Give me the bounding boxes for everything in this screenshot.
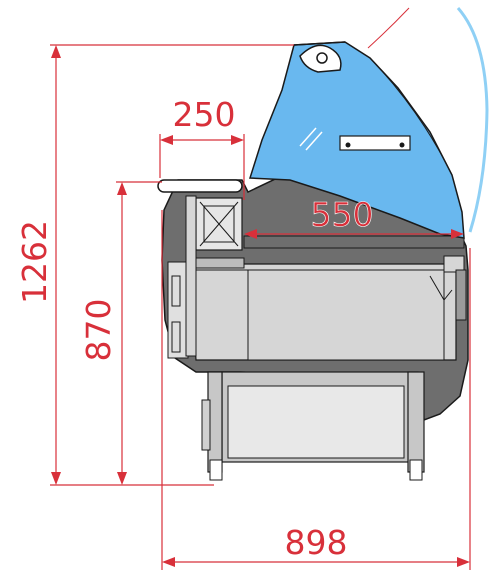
arrow-bottom (51, 472, 61, 485)
base-frame (201, 371, 425, 481)
glass-front-edge (369, 57, 453, 176)
arrow-depth-left (162, 557, 175, 567)
arrow-display-left (244, 229, 257, 239)
dimension-shelf-depth: 250 (159, 95, 245, 200)
display-bed (243, 235, 465, 249)
storage-box-cross-2 (199, 201, 239, 247)
left-panel-slot-bottom (171, 321, 181, 353)
left-adjuster (201, 399, 211, 451)
cabinet-body (161, 167, 469, 422)
tray (195, 257, 245, 269)
glass-top-edge (293, 41, 346, 46)
light-fixture-knob (316, 52, 328, 64)
total-height-value: 1262 (15, 220, 54, 304)
arrow-top (51, 45, 61, 58)
dimension-total-height: 1262 (15, 44, 294, 486)
right-leg (407, 371, 425, 473)
handle-screw-right (399, 142, 405, 148)
storage-box-inner (203, 205, 235, 243)
handle-screw-left (345, 142, 351, 148)
arrow-counter-top (117, 182, 127, 195)
display-depth-value: 550 (311, 195, 374, 234)
base-inner-panel (227, 385, 405, 459)
front-drain-pipe (429, 275, 453, 301)
glass-opening-arc (367, 7, 410, 49)
glass-reflection-2 (305, 131, 323, 151)
counter-height-value: 870 (79, 299, 118, 362)
glass-outer-arc (456, 7, 489, 233)
dimension-counter-height: 870 (79, 181, 162, 485)
inner-pillar (185, 195, 197, 357)
arrow-depth-right (457, 557, 470, 567)
glass-reflection-1 (299, 127, 317, 147)
curved-glass (248, 7, 489, 239)
front-right-post (455, 269, 467, 321)
dimension-display-depth: 550 (244, 195, 464, 239)
left-foot (209, 459, 223, 481)
dimension-total-depth: 898 (161, 210, 471, 570)
left-panel-slot-top (171, 275, 181, 307)
arrow-display-right (451, 229, 464, 239)
top-shelf (157, 179, 243, 193)
arrow-counter-bottom (117, 472, 127, 485)
front-right-bracket (443, 255, 465, 273)
right-foot (409, 459, 423, 481)
arrow-shelf-left (160, 135, 173, 145)
top-shelf-board (157, 179, 243, 193)
glass-handle (339, 135, 411, 151)
shelf-depth-value: 250 (173, 95, 236, 134)
chamber-door (247, 269, 445, 361)
total-depth-value: 898 (285, 523, 348, 562)
arrow-shelf-right (231, 135, 244, 145)
